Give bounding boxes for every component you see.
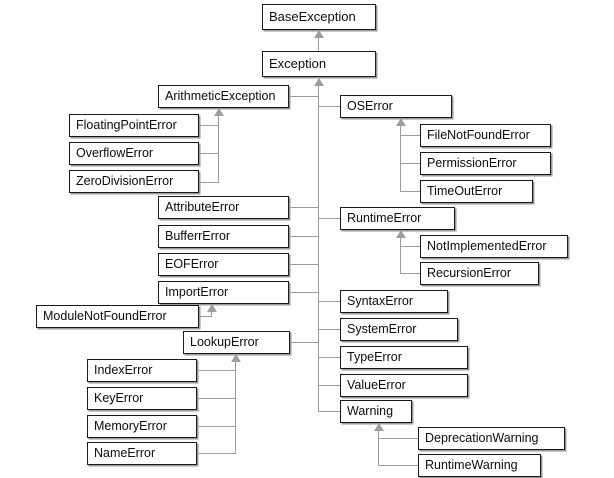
edge-importerror-subtrunk <box>211 312 213 317</box>
edge-runtimeerror-subtrunk <box>400 238 402 274</box>
edge-importerror-trunk <box>289 292 319 294</box>
node-lookuperror[interactable]: LookupError <box>183 331 290 354</box>
node-floatingpointerror[interactable]: FloatingPointError <box>69 114 199 137</box>
node-recursionerror[interactable]: RecursionError <box>420 262 539 285</box>
node-indexerror[interactable]: IndexError <box>87 359 197 382</box>
edge-recursionerror <box>400 273 421 275</box>
edge-oserror-trunk <box>318 106 341 108</box>
node-filenotfounderror[interactable]: FileNotFoundError <box>420 124 551 147</box>
arrowhead-runtimeerror <box>396 230 406 238</box>
arrowhead-warning <box>374 423 384 431</box>
node-attributeerror[interactable]: AttributeError <box>158 196 289 219</box>
edge-trunk-exception <box>318 86 320 412</box>
edge-runtimewarning <box>378 465 419 467</box>
node-arithmeticexception[interactable]: ArithmeticException <box>158 85 289 108</box>
edge-overflowerror <box>199 153 219 155</box>
node-notimplementederror[interactable]: NotImplementedError <box>420 235 568 258</box>
arrowhead-oserror <box>396 118 406 126</box>
node-typeerror[interactable]: TypeError <box>340 346 468 369</box>
edge-memoryerror <box>197 426 236 428</box>
node-oserror[interactable]: OSError <box>340 95 452 118</box>
arrowhead-importerror <box>207 304 217 312</box>
node-modulenotfounderror[interactable]: ModuleNotFoundError <box>36 305 199 328</box>
edge-nameerror <box>197 453 236 455</box>
edge-modulenotfounderror <box>199 316 212 318</box>
node-systemerror[interactable]: SystemError <box>340 318 458 341</box>
edge-floatingpointerror <box>199 125 219 127</box>
node-runtimeerror[interactable]: RuntimeError <box>340 207 455 230</box>
node-exception[interactable]: Exception <box>262 51 376 77</box>
edge-eoferror-trunk <box>289 264 319 266</box>
edge-indexerror <box>197 370 236 372</box>
node-bufferrerror[interactable]: BufferrError <box>158 225 289 248</box>
arrowhead-exception <box>314 78 324 86</box>
edge-lookuperror-subtrunk <box>235 362 237 454</box>
node-warning[interactable]: Warning <box>340 400 412 423</box>
edge-notimplementederror <box>400 246 421 248</box>
edge-syntaxerror-trunk <box>318 301 341 303</box>
edge-valueerror-trunk <box>318 385 341 387</box>
edge-bufferrerror-trunk <box>289 236 319 238</box>
edge-runtimeerror-trunk <box>318 218 341 220</box>
edge-permissionerror <box>400 163 421 165</box>
node-keyerror[interactable]: KeyError <box>87 387 197 410</box>
node-overflowerror[interactable]: OverflowError <box>69 142 199 165</box>
arrowhead-baseexception <box>314 30 324 38</box>
node-runtimewarning[interactable]: RuntimeWarning <box>418 454 541 477</box>
edge-oserror-subtrunk <box>400 126 402 192</box>
edge-filenotfounderror <box>400 135 421 137</box>
edge-warning-trunk <box>318 411 341 413</box>
edge-arithmeticexception-trunk <box>289 96 319 98</box>
edge-timeouterror <box>400 191 421 193</box>
node-deprecationwarning[interactable]: DeprecationWarning <box>418 427 565 450</box>
arrowhead-lookuperror <box>231 354 241 362</box>
edge-arithmetic-subtrunk <box>218 116 220 183</box>
edge-zerodivisionerror <box>199 182 219 184</box>
edge-attributeerror-trunk <box>289 207 319 209</box>
node-baseexception[interactable]: BaseException <box>262 4 376 30</box>
edge-exception-to-baseexception <box>318 38 320 51</box>
edge-keyerror <box>197 398 236 400</box>
node-importerror[interactable]: ImportError <box>158 281 289 304</box>
node-memoryerror[interactable]: MemoryError <box>87 415 197 438</box>
node-zerodivisionerror[interactable]: ZeroDivisionError <box>69 170 199 193</box>
edge-deprecationwarning <box>378 438 419 440</box>
node-nameerror[interactable]: NameError <box>87 442 197 465</box>
edge-warning-subtrunk <box>378 431 380 466</box>
node-permissionerror[interactable]: PermissionError <box>420 152 551 175</box>
node-eoferror[interactable]: EOFError <box>158 253 289 276</box>
edge-lookuperror-trunk <box>290 342 319 344</box>
edge-typeerror-trunk <box>318 357 341 359</box>
arrowhead-arithmeticexception <box>214 108 224 116</box>
edge-systemerror-trunk <box>318 329 341 331</box>
node-timeouterror[interactable]: TimeOutError <box>420 180 533 203</box>
node-valueerror[interactable]: ValueError <box>340 374 468 397</box>
node-syntaxerror[interactable]: SyntaxError <box>340 290 448 313</box>
